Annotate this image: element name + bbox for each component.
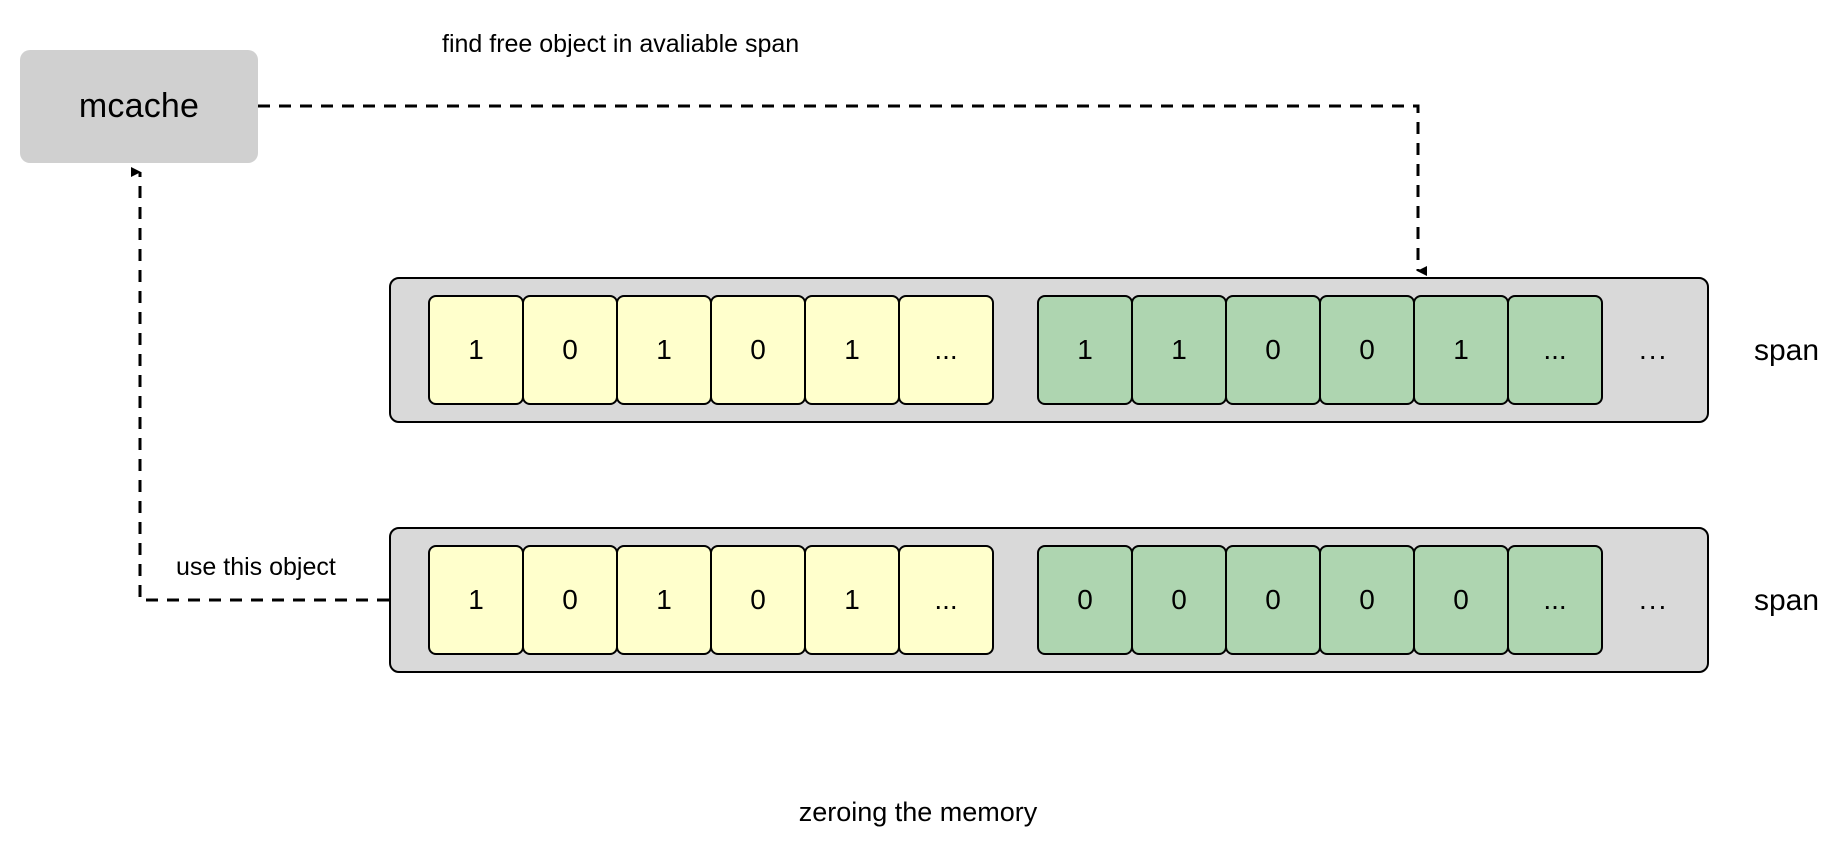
span-row-2[interactable]: 1 0 1 0 1 ... 0 0 0 0 0 ... ... [389, 527, 1709, 673]
span-cell[interactable]: 1 [1413, 295, 1509, 405]
edge-label-use-this-object: use this object [170, 551, 342, 584]
span-group-gap [992, 350, 1037, 351]
span-cell[interactable]: 0 [1319, 295, 1415, 405]
span-cell[interactable]: 0 [710, 545, 806, 655]
span-cell[interactable]: 0 [710, 295, 806, 405]
span-row-1-group-yellow: 1 0 1 0 1 ... [428, 295, 994, 405]
span-cell[interactable]: 0 [1225, 295, 1321, 405]
span-cell[interactable]: 0 [522, 545, 618, 655]
span-cell[interactable]: 0 [1319, 545, 1415, 655]
span-row-2-group-yellow: 1 0 1 0 1 ... [428, 545, 994, 655]
span-row-2-group-green: 0 0 0 0 0 ... [1037, 545, 1603, 655]
span-cell[interactable]: 0 [1413, 545, 1509, 655]
span-cell[interactable]: 0 [1225, 545, 1321, 655]
span-row-1-trailing-ellipsis: ... [1639, 334, 1669, 365]
span-cell[interactable]: 1 [1131, 295, 1227, 405]
span-cell[interactable]: 1 [428, 545, 524, 655]
span-cell[interactable]: 0 [1131, 545, 1227, 655]
span-cell[interactable]: 1 [804, 545, 900, 655]
span-row-1[interactable]: 1 0 1 0 1 ... 1 1 0 0 1 ... ... [389, 277, 1709, 423]
span-row-2-caption: span [1754, 584, 1820, 617]
span-cell[interactable]: 1 [616, 545, 712, 655]
span-group-gap [992, 600, 1037, 601]
span-cell-ellipsis[interactable]: ... [898, 545, 994, 655]
span-row-2-trailing-ellipsis: ... [1639, 584, 1669, 615]
span-cell[interactable]: 1 [1037, 295, 1133, 405]
span-cell[interactable]: 1 [616, 295, 712, 405]
edge-use-this-object-path [131, 167, 389, 602]
diagram-bottom-caption: zeroing the memory [798, 797, 1038, 827]
span-row-1-group-green: 1 1 0 0 1 ... [1037, 295, 1603, 405]
span-cell[interactable]: 1 [804, 295, 900, 405]
span-cell[interactable]: 0 [1037, 545, 1133, 655]
span-row-1-caption: span [1754, 334, 1820, 367]
span-cell-ellipsis[interactable]: ... [1507, 295, 1603, 405]
mcache-node[interactable]: mcache [20, 50, 258, 163]
span-cell-ellipsis[interactable]: ... [898, 295, 994, 405]
span-cell[interactable]: 0 [522, 295, 618, 405]
mcache-node-label: mcache [78, 87, 200, 125]
edge-label-find-free-object: find free object in avaliable span [436, 28, 806, 61]
span-cell[interactable]: 1 [428, 295, 524, 405]
span-cell-ellipsis[interactable]: ... [1507, 545, 1603, 655]
edge-find-free-object-path [258, 104, 1427, 276]
